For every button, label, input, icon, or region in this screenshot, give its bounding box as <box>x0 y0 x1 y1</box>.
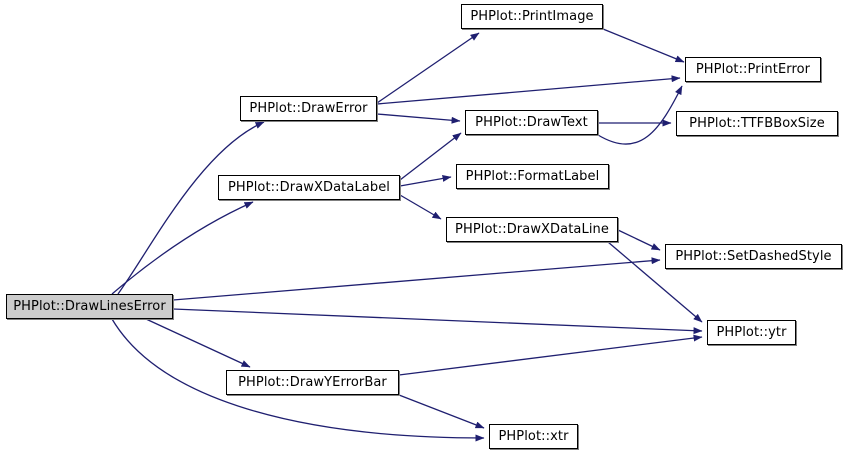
graph-node-label: PHPlot::PrintError <box>695 62 811 77</box>
graph-node-label: PHPlot::FormatLabel <box>465 169 600 184</box>
graph-node-formatlabel[interactable]: PHPlot::FormatLabel <box>456 164 609 189</box>
graph-node-label: PHPlot::ytr <box>716 325 787 340</box>
graph-node-label: PHPlot::SetDashedStyle <box>675 249 832 264</box>
graph-edge-drawyerrorbar-to-xtr <box>398 394 485 429</box>
graph-edge-drawerror-to-printimage <box>376 32 480 104</box>
graph-edge-drawlineserror-to-drawxdatalabel <box>111 201 254 295</box>
graph-node-label: PHPlot::xtr <box>498 429 569 444</box>
graph-node-drawlineserror[interactable]: PHPlot::DrawLinesError <box>6 294 173 319</box>
graph-node-label: PHPlot::DrawXDataLabel <box>227 180 391 195</box>
graph-edge-drawerror-to-printerror <box>376 75 681 105</box>
graph-node-label: PHPlot::DrawLinesError <box>13 299 166 314</box>
graph-node-label: PHPlot::DrawYErrorBar <box>238 375 387 390</box>
graph-edge-drawerror-to-drawtext <box>376 113 461 124</box>
graph-node-label: PHPlot::PrintImage <box>470 9 594 24</box>
graph-node-label: PHPlot::TTFBBoxSize <box>689 116 825 131</box>
graph-node-printimage[interactable]: PHPlot::PrintImage <box>461 4 603 29</box>
graph-node-label: PHPlot::DrawText <box>475 115 588 130</box>
graph-node-label: PHPlot::DrawXDataLine <box>455 222 609 237</box>
graph-node-drawyerrorbar[interactable]: PHPlot::DrawYErrorBar <box>226 370 399 395</box>
graph-edge-printimage-to-printerror <box>602 28 685 63</box>
graph-edge-drawtext-to-printerror <box>597 85 683 145</box>
graph-edge-drawxdatalabel-to-formatlabel <box>399 175 452 187</box>
graph-edge-drawyerrorbar-to-ytr <box>398 334 703 376</box>
graph-edge-drawlineserror-to-ytr <box>172 308 703 335</box>
graph-node-ttfbboxsize[interactable]: PHPlot::TTFBBoxSize <box>676 111 838 136</box>
graph-edge-drawxdatalabel-to-drawxdataline <box>399 194 442 220</box>
graph-node-printerror[interactable]: PHPlot::PrintError <box>685 57 821 82</box>
graph-edge-drawlineserror-to-drawerror <box>117 121 265 295</box>
graph-edge-drawlineserror-to-drawyerrorbar <box>145 318 251 368</box>
graph-edge-drawxdataline-to-setdashedstyle <box>617 229 661 251</box>
graph-node-drawtext[interactable]: PHPlot::DrawText <box>465 110 598 135</box>
graph-edge-drawxdatalabel-to-drawtext <box>399 132 462 181</box>
graph-node-drawxdataline[interactable]: PHPlot::DrawXDataLine <box>446 217 618 242</box>
graph-edge-drawlineserror-to-setdashedstyle <box>172 257 661 301</box>
graph-node-label: PHPlot::DrawError <box>249 101 368 116</box>
graph-node-drawxdatalabel[interactable]: PHPlot::DrawXDataLabel <box>218 175 400 200</box>
graph-node-setdashedstyle[interactable]: PHPlot::SetDashedStyle <box>665 244 842 269</box>
graph-node-ytr[interactable]: PHPlot::ytr <box>707 320 796 345</box>
graph-node-xtr[interactable]: PHPlot::xtr <box>489 424 578 449</box>
graph-node-drawerror[interactable]: PHPlot::DrawError <box>240 96 377 121</box>
